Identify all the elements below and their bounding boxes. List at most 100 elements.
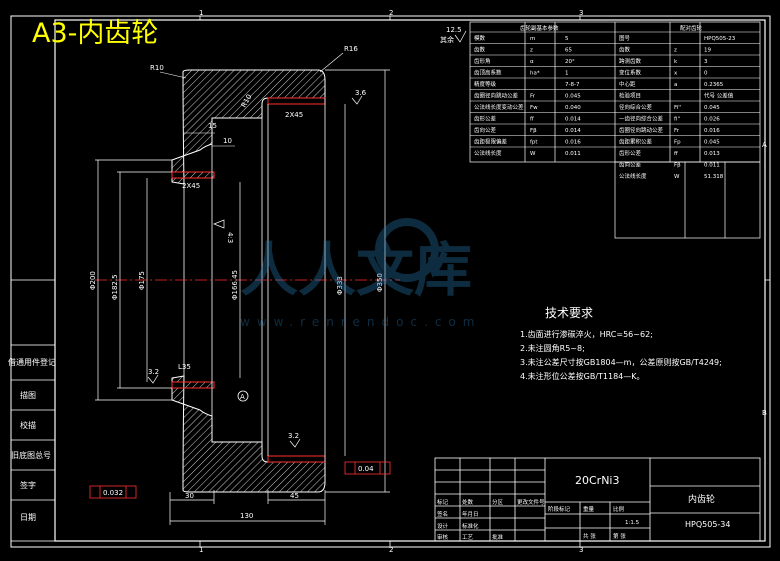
side-sign: 签字: [20, 480, 36, 490]
params-right-value: 0: [704, 71, 708, 77]
params-left-name: 齿形角: [474, 57, 491, 65]
frame-num-b3: 3: [579, 546, 583, 554]
params-left-symbol: Fr: [530, 94, 536, 100]
scale: 1:1.5: [625, 520, 640, 526]
inner-frame: [54, 19, 766, 542]
side-trace: 描图: [20, 390, 36, 400]
params-right-value: 3: [704, 59, 708, 65]
rough-3-2-right: 3.2: [288, 432, 299, 440]
params-left-value: 0.045: [565, 94, 581, 100]
dim-45: 45: [290, 492, 299, 500]
params-right-name: 变位系数: [619, 69, 642, 77]
side-old-no: 旧底图总号: [11, 450, 51, 460]
tech-title: 技术要求: [545, 306, 593, 320]
watermark-url: www.renrendoc.com: [240, 315, 481, 329]
params-left-title: 齿轮副基本参数: [520, 24, 559, 32]
gear-section-upper: [171, 69, 326, 185]
rough-3-2-left: 3.2: [148, 368, 159, 376]
params-left-symbol: Fw: [530, 105, 538, 111]
params-right-value: 0.045: [704, 105, 720, 111]
params-left-name: 精度等级: [474, 80, 497, 88]
diameter-dim-lines: [95, 69, 390, 493]
params-right-name: 齿数: [619, 46, 631, 54]
frame-num-b2: 2: [389, 546, 393, 554]
params-right-symbol: x: [674, 71, 678, 77]
dim-30: 30: [185, 492, 194, 500]
tech-item-4: 4.未注形位公差按GB/T1184—K。: [520, 371, 645, 381]
titleblock-label: 更改文件号: [517, 498, 545, 506]
params-right-symbol: z: [674, 48, 677, 54]
params-left-value: 65: [565, 48, 572, 54]
material: 20CrNi3: [575, 474, 619, 487]
params-right-name: 齿向公差: [619, 161, 642, 169]
tooth-band-lower-left: [171, 381, 215, 389]
params-left-symbol: α: [530, 59, 534, 65]
params-left-symbol: ha*: [530, 71, 540, 77]
params-left-value: 1: [565, 71, 569, 77]
bottom-dims: [169, 490, 326, 525]
tech-item-1: 1.齿面进行渗碳淬火，HRC=56~62;: [520, 329, 653, 339]
dim-phi-200: Φ200: [89, 271, 97, 290]
dim-angle: 4:3: [226, 232, 234, 243]
corner-rough-label: 其余: [440, 35, 454, 44]
titleblock-label: 工艺: [462, 534, 474, 541]
side-date: 日期: [20, 513, 36, 522]
params-right-value: 0.026: [704, 117, 720, 123]
frame-ticks: [11, 16, 770, 547]
dim-2x45-upper-left: 2X45: [182, 182, 200, 190]
side-table-grid: [10, 344, 56, 542]
params-right-name: 图号: [619, 34, 631, 42]
params-right-symbol: Fp: [674, 140, 681, 146]
titleblock-label: 签名: [437, 510, 448, 518]
params-right-symbol: k: [674, 59, 678, 65]
watermark-text: 人人文库: [240, 236, 472, 304]
params-left-value: 0.014: [565, 117, 581, 123]
params-left-name: 齿形公差: [474, 115, 497, 123]
dim-r16: R16: [344, 45, 358, 53]
params-right-value: 0.016: [704, 128, 720, 134]
params-right-name: 径向综合公差: [619, 103, 653, 111]
params-left-value: 7-8-7: [565, 82, 580, 88]
params-right-name: 跨测齿数: [619, 57, 642, 65]
titleblock-label: 共 张: [583, 532, 596, 540]
params-right-name: 齿距累积公差: [619, 138, 653, 146]
dim-130: 130: [240, 512, 253, 520]
params-right-name: 一齿径向综合公差: [619, 115, 664, 123]
frame-letter-b: B: [762, 409, 767, 417]
params-right-symbol: Fr: [674, 128, 680, 134]
params-right-symbol: fi'': [674, 117, 681, 123]
dim-10: 10: [223, 137, 232, 145]
datum-circle: [237, 390, 249, 402]
dim-phi-333: Φ333: [336, 276, 344, 295]
params-left-name: 公法线长度变动公差: [474, 103, 524, 111]
params-left-value: 0.011: [565, 151, 581, 157]
watermark: 人人文库 www.renrendoc.com: [240, 218, 481, 329]
params-left-value: 20°: [565, 59, 575, 65]
frame-num-b1: 1: [199, 546, 203, 554]
tech-item-2: 2.未注圆角R5~8;: [520, 343, 585, 353]
params-left-name: 齿数: [474, 46, 486, 54]
drawing-no: HPQ505-34: [685, 520, 730, 529]
params-left-name: 齿顶高系数: [474, 69, 502, 77]
params-left-name: 模数: [474, 34, 486, 42]
params-left-value: 0.014: [565, 128, 581, 134]
params-right-symbol: Fβ: [674, 163, 681, 169]
titleblock-label: 阶段标记: [548, 505, 571, 513]
params-right-name: 检验项目: [619, 92, 641, 100]
dim-phi-350: Φ350: [376, 273, 384, 292]
dim-r10-top: R10: [150, 64, 164, 72]
tolerance-frame-left: [89, 485, 137, 499]
params-left-symbol: fpt: [530, 140, 538, 146]
params-left-symbol: Fβ: [530, 128, 537, 134]
titleblock-label: 设计: [437, 522, 449, 530]
params-right-name: 公法线长度: [619, 172, 647, 180]
params-right-symbol: W: [674, 174, 680, 180]
dim-phi-182-5: Φ182.5: [111, 274, 119, 300]
drawing-title: A3-内齿轮: [32, 18, 158, 49]
params-right-value: 代号 公差值: [704, 92, 734, 100]
dim-2x45-upper-right: 2X45: [285, 111, 303, 119]
frame-num-1: 1: [199, 9, 203, 17]
titleblock-label: 重量: [583, 505, 595, 513]
params-right-title: 配对齿轮: [680, 24, 703, 32]
